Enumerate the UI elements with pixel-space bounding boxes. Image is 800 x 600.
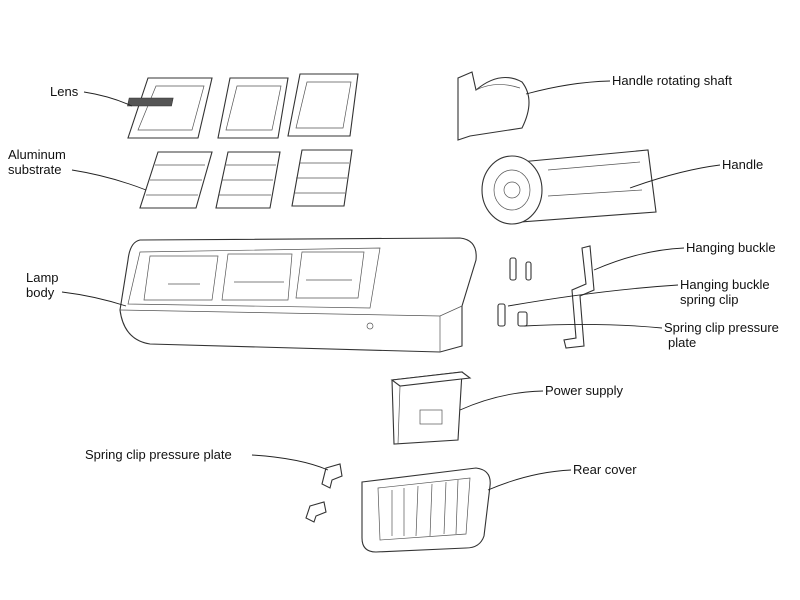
label-lamp-body-line2: body <box>26 285 55 300</box>
label-power-supply: Power supply <box>545 383 624 398</box>
label-hanging-buckle-spring-clip-line2: spring clip <box>680 292 739 307</box>
label-lens: Lens <box>50 84 79 99</box>
aluminum-substrates <box>139 149 353 209</box>
label-aluminum-substrate-line1: Aluminum <box>8 147 66 162</box>
label-spring-clip-pressure-plate-right-line2: plate <box>668 335 696 350</box>
hanging-buckle <box>563 245 595 349</box>
label-handle: Handle <box>722 157 763 172</box>
rear-cover <box>361 467 491 553</box>
label-hanging-buckle-spring-clip-line1: Hanging buckle <box>680 277 770 292</box>
spring-clip-pressure-plates <box>305 463 343 523</box>
label-spring-clip-pressure-plate-left: Spring clip pressure plate <box>85 447 232 462</box>
lens-modules <box>127 73 359 139</box>
label-handle-rotating-shaft: Handle rotating shaft <box>612 73 732 88</box>
label-rear-cover: Rear cover <box>573 462 637 477</box>
hanging-buckle-spring-clips <box>497 257 532 327</box>
lens-module <box>287 73 359 137</box>
power-supply <box>390 371 472 445</box>
label-spring-clip-pressure-plate-right-line1: Spring clip pressure <box>664 320 779 335</box>
lens-module <box>127 77 213 139</box>
handle-rotating-shaft <box>457 71 530 141</box>
label-hanging-buckle: Hanging buckle <box>686 240 776 255</box>
label-lamp-body-line1: Lamp <box>26 270 59 285</box>
handle <box>481 149 657 225</box>
lens-module <box>217 77 289 139</box>
label-aluminum-substrate-line2: substrate <box>8 162 61 177</box>
lamp-body <box>119 237 477 353</box>
labels: Lens Aluminum substrate Lamp body Handle… <box>8 73 779 477</box>
leader-lines <box>61 80 721 491</box>
